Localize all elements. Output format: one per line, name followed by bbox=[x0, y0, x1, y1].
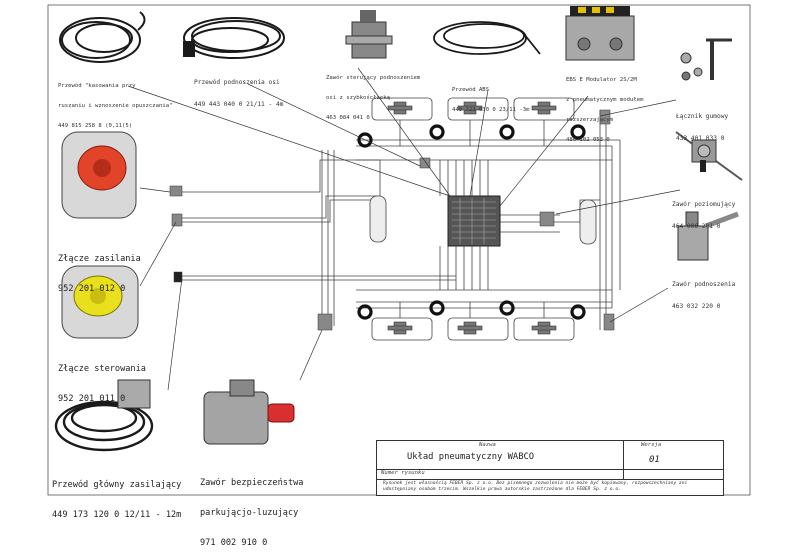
modulator-icon bbox=[447, 195, 501, 247]
label-zlacze-sterowania: Złącze sterowania 952 201 011 0 bbox=[58, 364, 146, 404]
modulator-icon bbox=[565, 6, 635, 61]
drawing-title: Układ pneumatyczny WABCO bbox=[407, 452, 535, 462]
title-row bbox=[377, 441, 723, 470]
label-ebs-modulator: EBS E Modulator 2S/2M z pneumatycznym mo… bbox=[566, 77, 644, 143]
label-przewod-kasowania: Przewód "kasowania przy ruszaniu i wznos… bbox=[58, 83, 173, 129]
cable-coil-icon bbox=[54, 379, 154, 452]
schematic-lines bbox=[178, 97, 621, 341]
cable-coil-icon bbox=[183, 17, 285, 59]
title-block: Nazwa Wersja Układ pneumatyczny WABCO 01… bbox=[376, 440, 724, 496]
leader-lines bbox=[127, 67, 681, 391]
air-tank-icon bbox=[369, 195, 597, 245]
valve-icon bbox=[675, 131, 743, 181]
cable-coil-icon bbox=[59, 11, 146, 63]
label-zlacze-zasilania: Złącze zasilania 952 201 012 0 bbox=[58, 254, 141, 294]
coupling-head-icon bbox=[61, 265, 139, 339]
version-caption: Wersja bbox=[641, 442, 662, 448]
pneumatic-schematic bbox=[47, 4, 751, 496]
label-zawor-bezpieczenstwa: Zawór bezpieczeństwa parkującjo-luzujący… bbox=[200, 478, 304, 548]
wheel-brake-icon bbox=[357, 124, 586, 320]
label-zawor-sterujacy: Zawór sterujący podnoszeniem osi z szybk… bbox=[326, 75, 421, 121]
name-caption: Nazwa bbox=[479, 442, 496, 448]
label-zawor-podnoszenia: Zawór podnoszenia 463 032 220 0 bbox=[672, 280, 736, 311]
coupling-head-icon bbox=[61, 131, 137, 219]
number-caption: Numer rysunku bbox=[381, 470, 425, 476]
title-divider bbox=[623, 441, 624, 479]
valve-icon bbox=[677, 211, 739, 261]
number-row bbox=[377, 469, 723, 480]
valve-icon bbox=[345, 10, 393, 59]
label-przewod-abs: Przewód ABS 449 723 030 0 23/11 -3m bbox=[452, 87, 530, 113]
drawing-version: 01 bbox=[649, 455, 660, 465]
cable-coil-icon bbox=[433, 21, 541, 55]
wrench-icon bbox=[680, 38, 732, 81]
label-przewod-podnoszenia: Przewód podnoszenia osi 449 443 040 0 21… bbox=[194, 78, 284, 109]
valve-icon bbox=[169, 109, 615, 331]
valve-icon bbox=[203, 379, 295, 445]
valve-icon bbox=[387, 101, 557, 335]
label-lacznik-gumowy: Łącznik gumowy 433 401 033 0 bbox=[676, 112, 729, 143]
label-zawor-poziomujacy: Zawór poziomujący 464 006 201 0 bbox=[672, 200, 736, 231]
label-przewod-glowny: Przewód główny zasilający 449 173 120 0 … bbox=[52, 480, 182, 520]
copyright-notice: Rysunek jest własnością FEBER Sp. z o.o.… bbox=[383, 481, 688, 492]
